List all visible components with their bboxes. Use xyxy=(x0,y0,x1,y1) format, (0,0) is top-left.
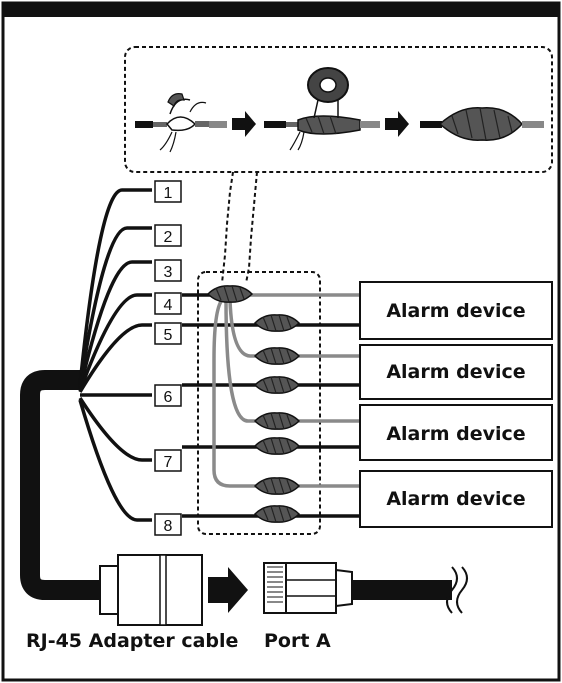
splice-zone-frame xyxy=(197,271,321,535)
callout-line xyxy=(245,171,258,284)
splice-joint xyxy=(254,412,300,430)
tape-wrap-icon xyxy=(264,67,380,151)
cable-break-icon xyxy=(446,566,468,614)
alarm-device-label: Alarm device xyxy=(386,423,525,445)
rj45-plug-icon xyxy=(263,562,353,614)
splice-joint xyxy=(254,347,300,365)
splice-step-icon xyxy=(135,93,227,153)
arrow-right-icon xyxy=(232,111,256,137)
splice-joint xyxy=(254,505,300,523)
header-bar xyxy=(3,3,559,17)
wire-bundle xyxy=(78,188,152,522)
alarm-device-2: Alarm device xyxy=(359,344,553,400)
alarm-device-label: Alarm device xyxy=(386,488,525,510)
splice-joint xyxy=(254,376,300,394)
alarm-device-label: Alarm device xyxy=(386,361,525,383)
wire-number-7: 7 xyxy=(164,454,173,471)
wire-number-6: 6 xyxy=(164,389,173,406)
rj45-adapter-connector xyxy=(99,554,203,626)
arrow-right-icon xyxy=(208,567,248,613)
splice-joint xyxy=(254,477,300,495)
wire-number-3: 3 xyxy=(164,264,173,281)
wire-number-4: 4 xyxy=(164,297,173,314)
alarm-device-3: Alarm device xyxy=(359,404,553,461)
alarm-device-1: Alarm device xyxy=(359,281,553,340)
main-cable xyxy=(20,370,100,600)
sealed-splice-icon xyxy=(420,107,544,141)
splice-joint xyxy=(254,437,300,455)
wire-number-1: 1 xyxy=(164,185,173,202)
splice-joint xyxy=(254,314,300,332)
wire-number-8: 8 xyxy=(164,518,173,535)
splice-procedure-panel xyxy=(124,46,553,173)
wire-number-labels: 1 2 3 4 5 6 7 8 xyxy=(154,180,182,536)
wire-number-2: 2 xyxy=(164,229,173,246)
splice-joint xyxy=(207,285,253,303)
port-a-label: Port A xyxy=(264,630,331,652)
alarm-device-4: Alarm device xyxy=(359,470,553,528)
alarm-device-label: Alarm device xyxy=(386,300,525,322)
adapter-cable-label: RJ-45 Adapter cable xyxy=(26,630,238,652)
arrow-right-icon xyxy=(385,111,409,137)
callout-line xyxy=(221,171,234,284)
splice-procedure-frame xyxy=(124,46,553,173)
wire-number-5: 5 xyxy=(164,327,173,344)
